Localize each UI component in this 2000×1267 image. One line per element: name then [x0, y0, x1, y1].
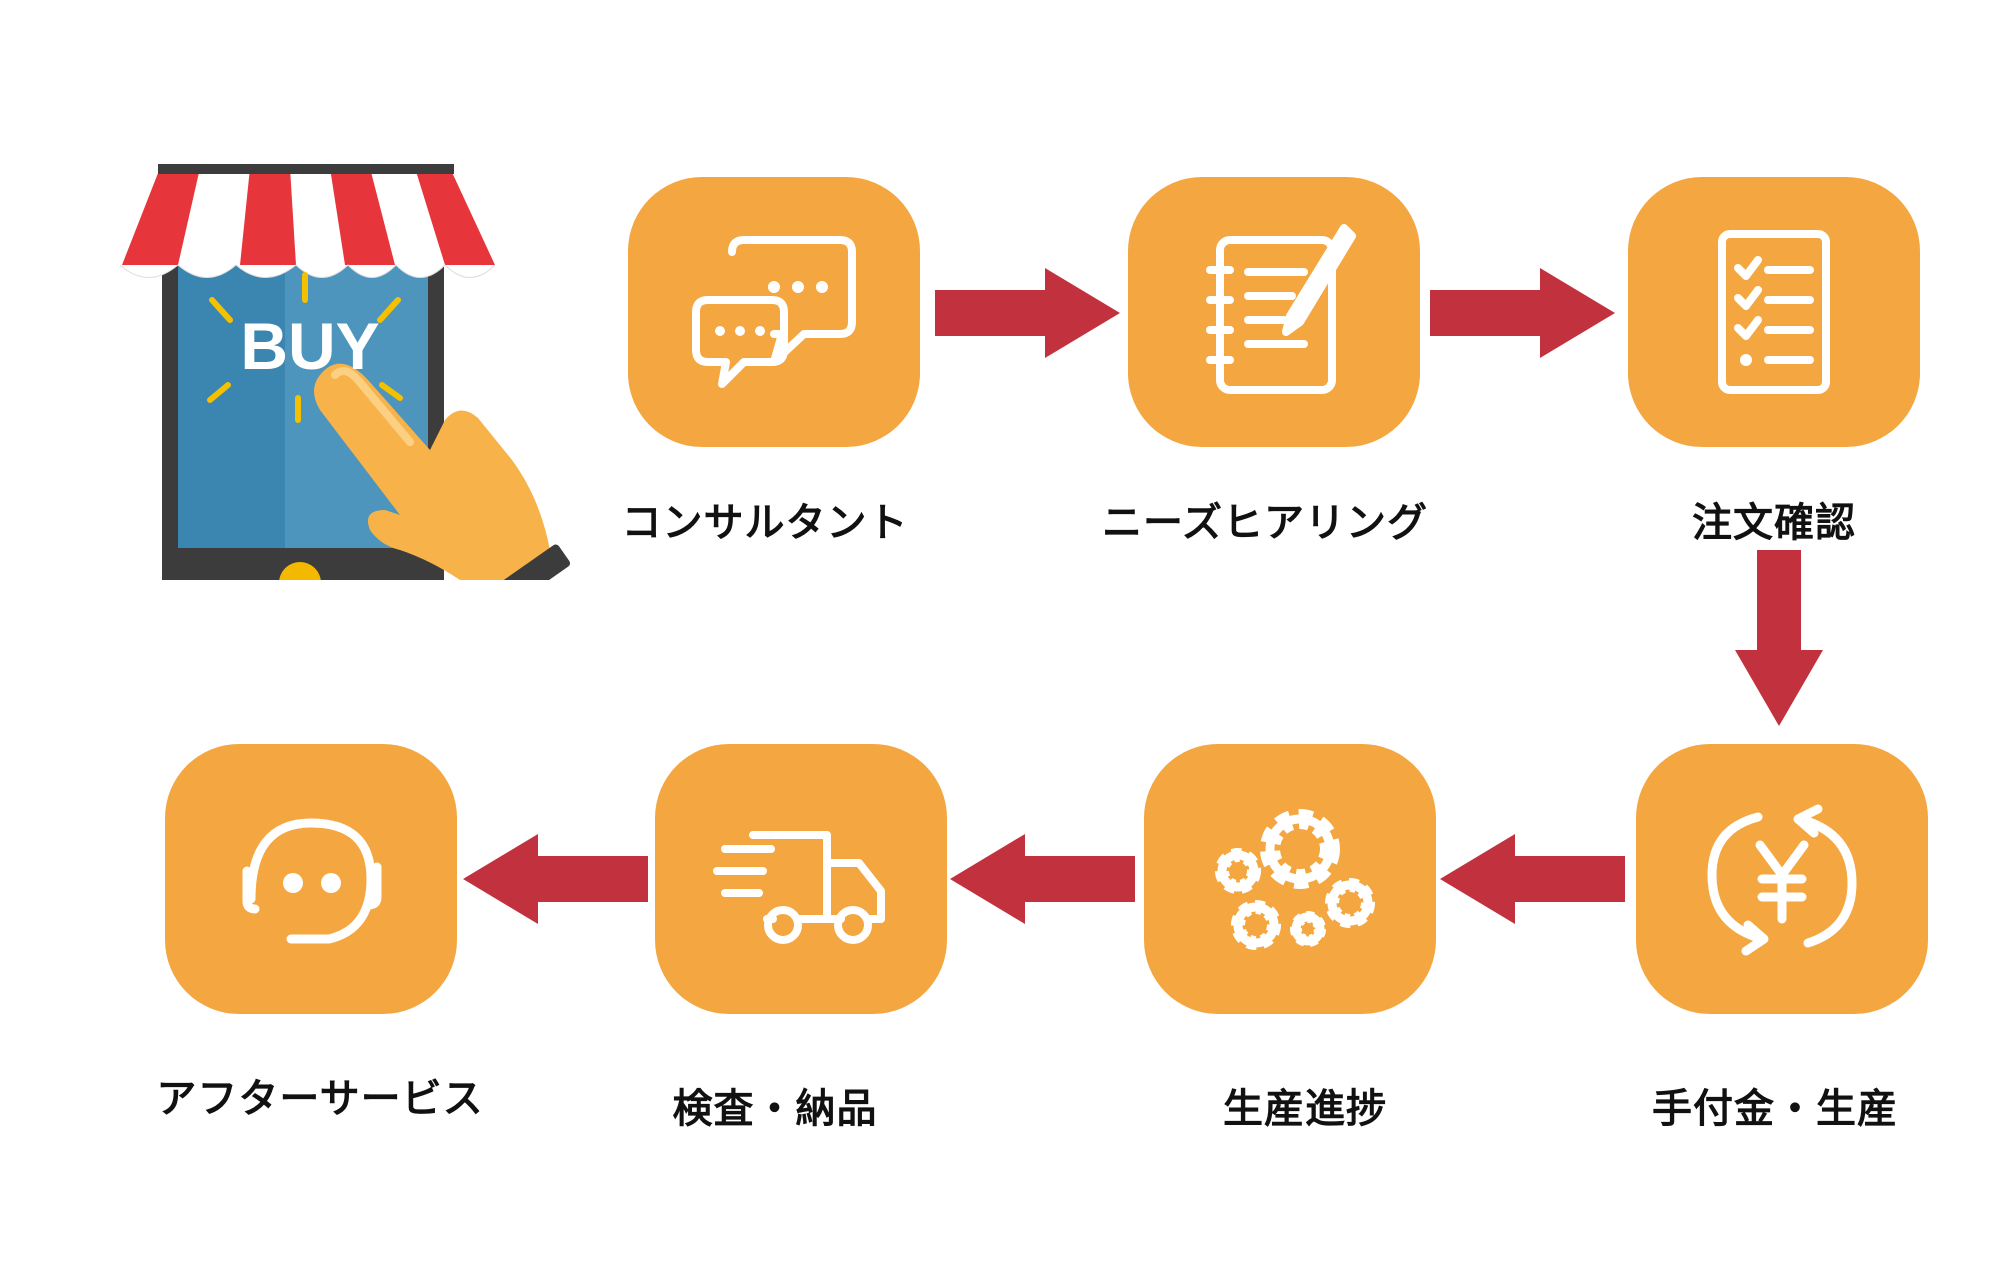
arrow-right-1 — [935, 268, 1120, 358]
step-deposit-production-label: 手付金・生産 — [1652, 1086, 1898, 1132]
step-consultant-box — [628, 177, 920, 447]
headset-support-icon — [242, 818, 382, 944]
step-after-service-box — [165, 744, 457, 1014]
arrow-left-3 — [463, 834, 648, 924]
arrow-left-1 — [1440, 834, 1625, 924]
step-needs-hearing-label: ニーズヒアリング — [1102, 500, 1428, 546]
step-production-progress-box — [1144, 744, 1436, 1014]
step-order-confirm-box — [1628, 177, 1920, 447]
checklist-icon — [1718, 230, 1830, 394]
notebook-pen-icon — [1206, 224, 1356, 394]
yen-cycle-icon — [1707, 804, 1857, 956]
chat-bubbles-icon — [692, 236, 856, 388]
step-inspection-delivery-box — [655, 744, 947, 1014]
arrow-left-2 — [950, 834, 1135, 924]
step-inspection-delivery-label: 検査・納品 — [672, 1086, 878, 1132]
step-after-service-label: アフターサービス — [156, 1076, 484, 1122]
step-order-confirm-label: 注文確認 — [1692, 500, 1856, 546]
buy-button-text: BUY — [240, 309, 380, 383]
step-needs-hearing-box — [1128, 177, 1420, 447]
gears-icon — [1215, 809, 1375, 950]
arrow-down — [1735, 550, 1823, 726]
step-deposit-production-box — [1636, 744, 1928, 1014]
shop-tablet-buy-illustration — [119, 164, 571, 580]
step-consultant-label: コンサルタント — [621, 500, 909, 546]
step-production-progress-label: 生産進捗 — [1223, 1086, 1387, 1132]
arrow-right-2 — [1430, 268, 1615, 358]
delivery-truck-icon — [713, 831, 885, 944]
